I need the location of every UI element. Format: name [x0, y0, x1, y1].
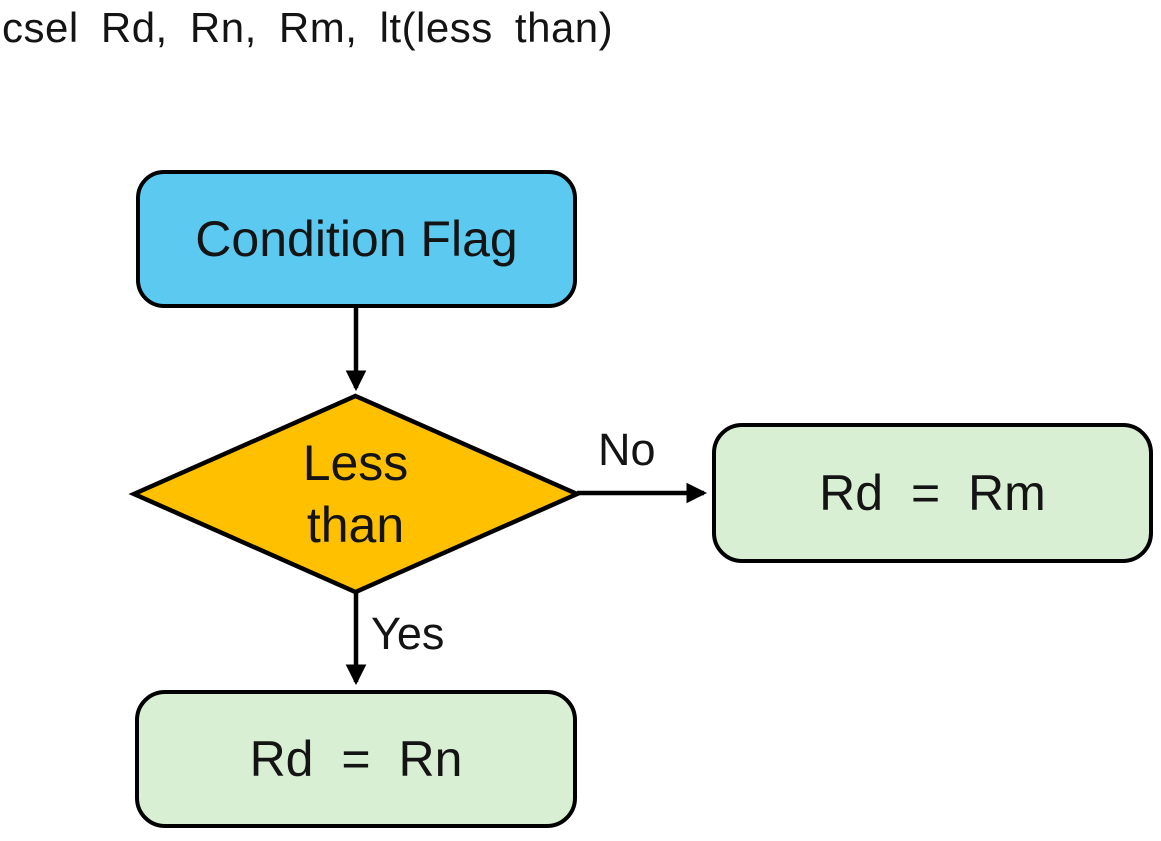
- node-rd-equals-rn: Rd = Rn: [135, 690, 577, 828]
- edge-label-yes: Yes: [371, 608, 445, 659]
- decision-label-line1: Less: [302, 435, 409, 491]
- node-rd-equals-rm: Rd = Rm: [712, 423, 1153, 563]
- diagram-title: csel Rd, Rn, Rm, lt(less than): [2, 4, 614, 51]
- node-condition-flag: Condition Flag: [136, 170, 577, 308]
- node-decision-label: Less than: [134, 396, 577, 592]
- decision-label-line2: than: [306, 497, 405, 553]
- edge-label-no: No: [598, 424, 656, 475]
- node-rd-equals-rn-label: Rd = Rn: [249, 731, 463, 787]
- node-condition-flag-label: Condition Flag: [195, 211, 518, 267]
- node-rd-equals-rm-label: Rd = Rm: [819, 465, 1046, 521]
